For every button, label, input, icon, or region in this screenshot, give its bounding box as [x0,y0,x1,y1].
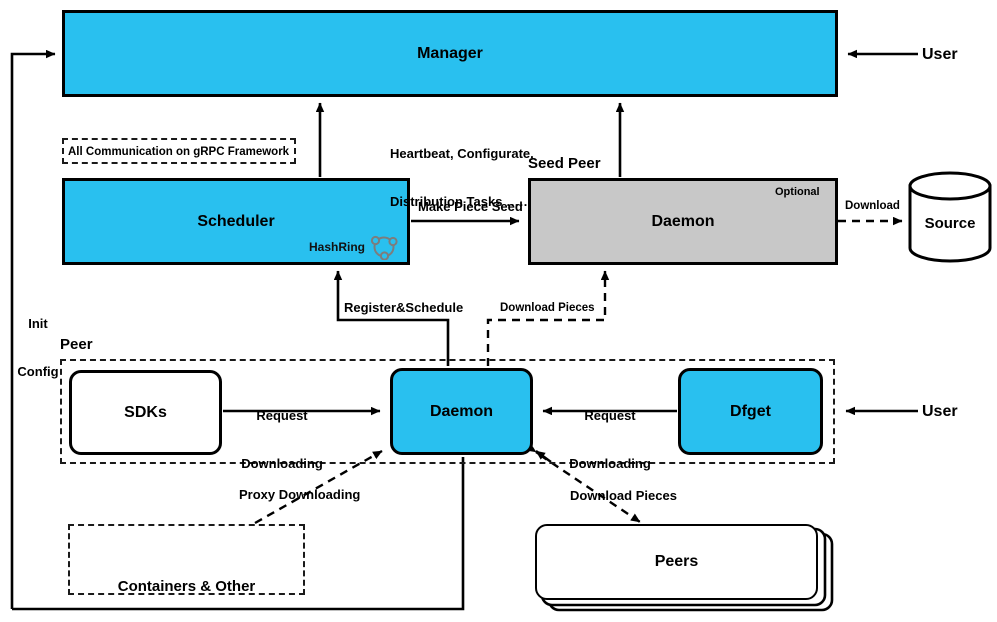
node-dfget[interactable]: Dfget [678,368,823,455]
label-req-dfget-line1: Request [584,407,636,423]
node-containers-tools[interactable] [68,524,305,595]
peer-group-container [60,359,835,464]
node-sdks[interactable]: SDKs [69,370,222,455]
label-req-sdk-line2: Downloading [241,456,323,472]
grpc-note-label: All Communication on gRPC Framework [68,146,290,158]
label-init-config-line2: Config [17,364,59,380]
hash-ring-icon [370,235,398,260]
node-peers[interactable]: Peers [535,524,818,600]
node-containers-tools-label: Containers & Other Download Tools [68,540,305,622]
label-user-bottom: User [922,403,958,420]
label-init-config-line1: Init [28,315,48,331]
label-download-pieces-peers: Download Pieces [570,488,677,503]
label-heartbeat-line1: Heartbeat, Configurate, [390,145,534,161]
group-label-peer: Peer [60,336,93,353]
label-heartbeat-line2: Distribution Tasks …… [390,194,533,210]
edge-proxy-downloading [254,449,383,525]
label-proxy-downloading: Proxy Downloading [239,487,361,502]
label-heartbeat: Heartbeat, Configurate, Distribution Tas… [390,113,534,243]
node-seed-peer-daemon-label: Daemon [651,212,715,230]
label-init-config: Init Config [8,283,68,413]
edge-register-schedule [333,270,450,366]
node-peer-daemon-label: Daemon [429,402,494,420]
label-make-piece-seed: Make Piece Seed [418,199,523,214]
scheduler-hashring-badge: HashRing [309,234,399,260]
node-sdks-label: SDKs [124,403,167,421]
edge-peer-daemon-to-rail [12,457,465,611]
seed-peer-optional-badge: Optional [775,186,820,198]
node-dfget-label: Dfget [730,402,771,420]
grpc-note-box [62,138,296,164]
node-scheduler[interactable]: Scheduler [62,178,410,265]
node-scheduler-label: Scheduler [197,212,275,230]
node-source-label: Source [924,215,976,232]
label-req-sdk-line1: Request [256,407,308,423]
node-manager-label: Manager [417,44,483,62]
label-user-top: User [922,46,958,63]
label-request-downloading-dfget: Request Downloading [550,375,670,505]
group-label-seed-peer: Seed Peer [528,155,601,172]
source-cylinder-shape [908,171,992,263]
label-register-schedule: Register&Schedule [344,300,464,315]
label-request-downloading-sdks: Request Downloading [222,375,342,505]
edge-download-pieces-peers [539,454,641,523]
containers-tools-line1: Containers & Other [117,577,256,595]
node-manager[interactable]: Manager [62,10,838,97]
edge-download-pieces-seed [486,270,610,366]
node-peers-label: Peers [654,553,699,570]
label-req-dfget-line2: Downloading [569,456,651,472]
edge-peers-daemon-head [535,450,552,463]
label-download-source: Download [845,200,900,212]
node-peer-daemon[interactable]: Daemon [390,368,533,455]
label-download-pieces-seed: Download Pieces [500,302,595,314]
hashring-label: HashRing [309,240,366,254]
edge-init-config [10,49,56,609]
node-seed-peer-daemon[interactable]: Daemon [528,178,838,265]
